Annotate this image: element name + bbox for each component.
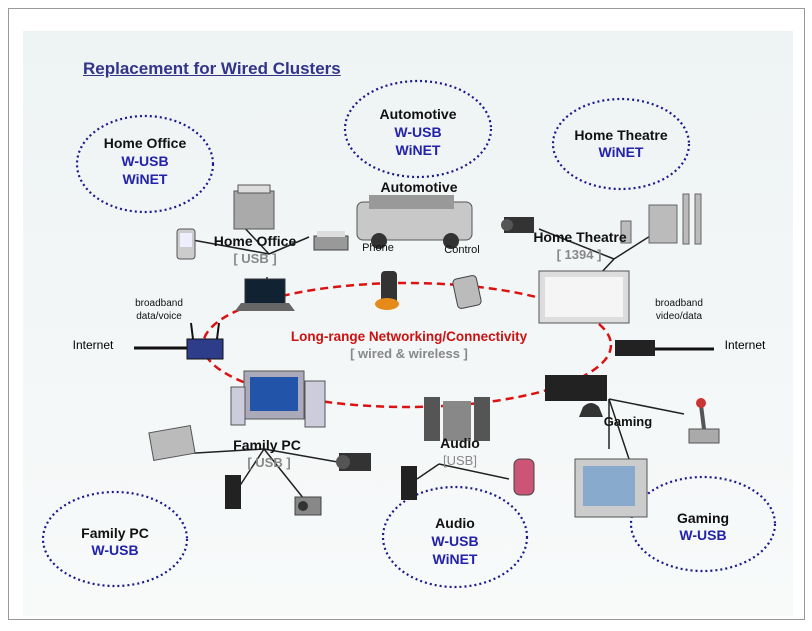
slide: Replacement for Wired Clusters Home Offi… bbox=[8, 8, 805, 620]
laptop-device bbox=[235, 278, 295, 311]
bubble-automotive-tech-2: WiNET bbox=[395, 142, 441, 158]
cluster-home-theatre-label: Home Theatre bbox=[533, 229, 627, 245]
camcorder-device bbox=[501, 217, 534, 233]
game-console-device bbox=[545, 375, 607, 417]
gaming-bubble bbox=[629, 475, 777, 573]
home-office-bubble bbox=[75, 114, 215, 214]
flat-tv-device bbox=[538, 270, 630, 324]
bubble-audio-tech-1: W-USB bbox=[431, 533, 479, 549]
bubble-family-pc-tech-1: W-USB bbox=[91, 542, 139, 558]
broadband-right-line-2: video/data bbox=[655, 311, 703, 322]
stereo-device bbox=[424, 397, 490, 441]
network-label: Long-range Networking/Connectivity bbox=[290, 329, 528, 344]
crt-tv-device bbox=[574, 458, 648, 518]
cluster-gaming-label: Gaming bbox=[603, 414, 653, 429]
cellphone-device bbox=[513, 458, 535, 496]
bubble-automotive-title: Automotive bbox=[379, 106, 457, 122]
remote-control-device bbox=[452, 275, 482, 309]
cluster-audio-bus: [USB] bbox=[443, 453, 477, 468]
broadband-right-line-1: broadband bbox=[655, 298, 703, 309]
bubble-home-office-tech-1: W-USB bbox=[121, 153, 169, 169]
diagram-background bbox=[23, 31, 793, 616]
internet-left-label: Internet bbox=[72, 338, 114, 352]
printer-device bbox=[148, 424, 196, 462]
cluster-family-pc-label: Family PC bbox=[233, 437, 301, 453]
bubble-audio-tech-2: WiNET bbox=[432, 551, 478, 567]
mp3-player-2-device bbox=[401, 466, 417, 500]
phone-device bbox=[375, 271, 399, 310]
audio-bubble bbox=[381, 485, 529, 589]
bubble-home-office-title: Home Office bbox=[103, 135, 187, 151]
copier-device bbox=[233, 184, 275, 230]
digital-camera-device bbox=[294, 496, 322, 516]
broadband-left-line-2: data/voice bbox=[136, 311, 182, 322]
bubble-home-office-tech-2: WiNET bbox=[122, 171, 168, 187]
bubble-gaming-title: Gaming bbox=[676, 510, 730, 526]
network-sub-label: [ wired & wireless ] bbox=[350, 346, 468, 361]
cluster-family-pc-bus: [ USB ] bbox=[247, 455, 291, 470]
scanner-device bbox=[313, 231, 349, 251]
bubble-family-pc-title: Family PC bbox=[81, 525, 149, 541]
automotive-bubble bbox=[343, 79, 493, 179]
bubble-gaming-tech-1: W-USB bbox=[679, 527, 727, 543]
cluster-home-theatre-bus: [ 1394 ] bbox=[556, 247, 602, 262]
bubble-home-theatre-tech-1: WiNET bbox=[598, 144, 644, 160]
camcorder-2-device bbox=[336, 453, 371, 471]
diagram-title: Replacement for Wired Clusters bbox=[83, 59, 341, 78]
router-device bbox=[186, 322, 224, 360]
home-theatre-bubble bbox=[551, 97, 691, 191]
speaker-system-device bbox=[620, 193, 702, 245]
desktop-pc-device bbox=[230, 370, 326, 428]
cluster-home-office-bus: [ USB ] bbox=[233, 251, 277, 266]
cluster-automotive-label: Automotive bbox=[380, 179, 458, 195]
bubble-home-theatre-title: Home Theatre bbox=[574, 127, 668, 143]
pda-device bbox=[176, 228, 196, 260]
control-label: Control bbox=[444, 244, 480, 256]
mp3-player-device bbox=[225, 475, 241, 509]
diagram-artwork bbox=[41, 79, 777, 589]
internet-right-label: Internet bbox=[724, 338, 766, 352]
cluster-audio-label: Audio bbox=[440, 435, 480, 451]
set-top-box-device bbox=[615, 340, 655, 356]
bubble-automotive-tech-1: W-USB bbox=[394, 124, 442, 140]
cluster-home-office-label: Home Office bbox=[213, 233, 297, 249]
phone-label: Phone bbox=[362, 242, 394, 254]
broadband-left-line-1: broadband bbox=[135, 298, 183, 309]
family-pc-bubble bbox=[41, 490, 189, 588]
car-device bbox=[356, 195, 473, 249]
joystick-device bbox=[688, 398, 720, 444]
bubble-audio-title: Audio bbox=[435, 515, 475, 531]
